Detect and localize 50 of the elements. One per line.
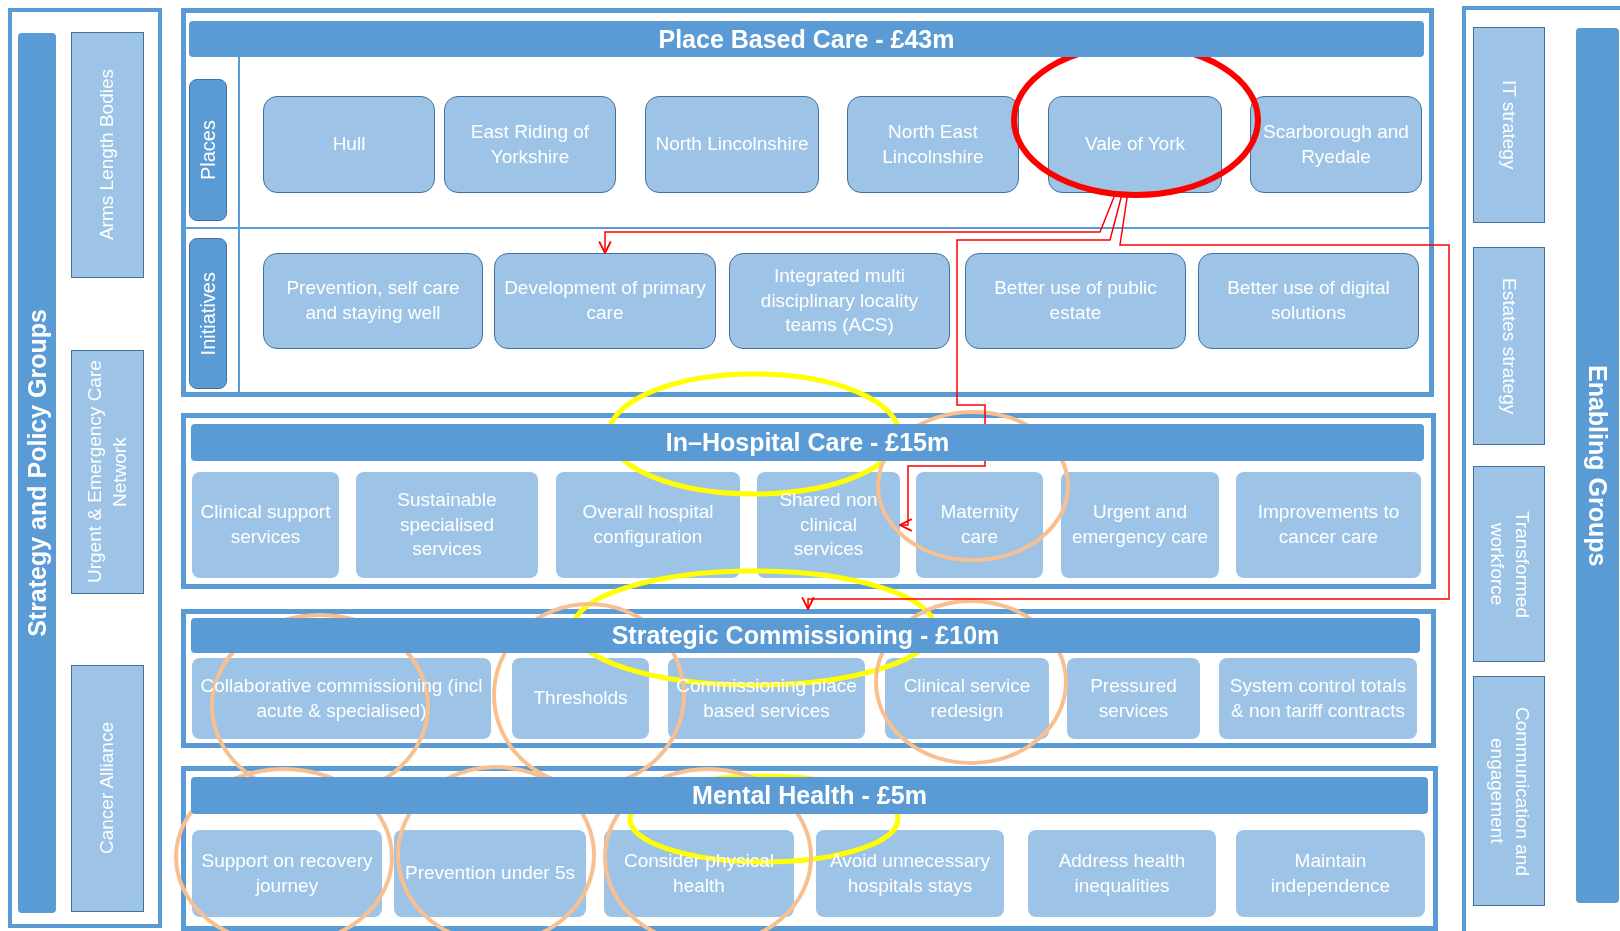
place-box: Vale of York [1048, 96, 1222, 193]
group-box: Transformed workforce [1473, 466, 1545, 662]
section-header: In–Hospital Care - £15m [191, 424, 1424, 461]
workstream-box: Support on recovery journey [192, 830, 382, 917]
workstream-box: Overall hospital configuration [556, 472, 740, 578]
group-header: Strategy and Policy Groups [18, 33, 56, 913]
group-panel [8, 8, 162, 928]
row-tab: Initiatives [189, 238, 227, 389]
section-header: Mental Health - £5m [191, 777, 1428, 814]
group-box: Communication and engagement [1473, 676, 1545, 906]
workstream-box: Maternity care [916, 472, 1043, 578]
workstream-box: System control totals & non tariff contracts [1219, 658, 1417, 739]
group-box: Arms Length Bodies [71, 32, 144, 278]
workstream-box: Shared non clinical services [757, 472, 900, 578]
workstream-box: Clinical service redesign [885, 658, 1049, 739]
group-box: Estates strategy [1473, 247, 1545, 445]
group-header: Enabling Groups [1576, 28, 1619, 903]
workstream-box: Improvements to cancer care [1236, 472, 1421, 578]
place-box: Integrated multi disciplinary locality teams (ACS) [729, 253, 950, 349]
place-box: Prevention, self care and staying well [263, 253, 483, 349]
workstream-box: Avoid unnecessary hospitals stays [816, 830, 1004, 917]
group-panel [1462, 6, 1620, 931]
place-box: Better use of public estate [965, 253, 1186, 349]
section-panel [181, 766, 1438, 931]
row-tab: Places [189, 79, 227, 221]
place-box: Development of primary care [494, 253, 716, 349]
section-header: Strategic Commissioning - £10m [191, 618, 1420, 653]
workstream-box: Thresholds [512, 658, 649, 739]
place-box: North East Lincolnshire [847, 96, 1019, 193]
section-header: Place Based Care - £43m [189, 21, 1424, 57]
workstream-box: Commissioning place based services [668, 658, 865, 739]
section-panel [181, 609, 1436, 748]
place-box: Scarborough and Ryedale [1250, 96, 1422, 193]
place-box: Hull [263, 96, 435, 193]
workstream-box: Urgent and emergency care [1061, 472, 1219, 578]
group-box: Cancer Alliance [71, 665, 144, 912]
workstream-box: Prevention under 5s [394, 830, 586, 917]
workstream-box: Consider physical health [604, 830, 794, 917]
place-box: Better use of digital solutions [1198, 253, 1419, 349]
workstream-box: Clinical support services [192, 472, 339, 578]
place-box: North Lincolnshire [645, 96, 819, 193]
place-box: East Riding of Yorkshire [444, 96, 616, 193]
group-box: IT strategy [1473, 27, 1545, 223]
workstream-box: Pressured services [1067, 658, 1200, 739]
group-box: Urgent & Emergency Care Network [71, 350, 144, 594]
workstream-box: Maintain independence [1236, 830, 1425, 917]
workstream-box: Sustainable specialised services [356, 472, 538, 578]
section-panel [181, 413, 1436, 589]
workstream-box: Address health inequalities [1028, 830, 1216, 917]
section-panel [181, 8, 1434, 397]
